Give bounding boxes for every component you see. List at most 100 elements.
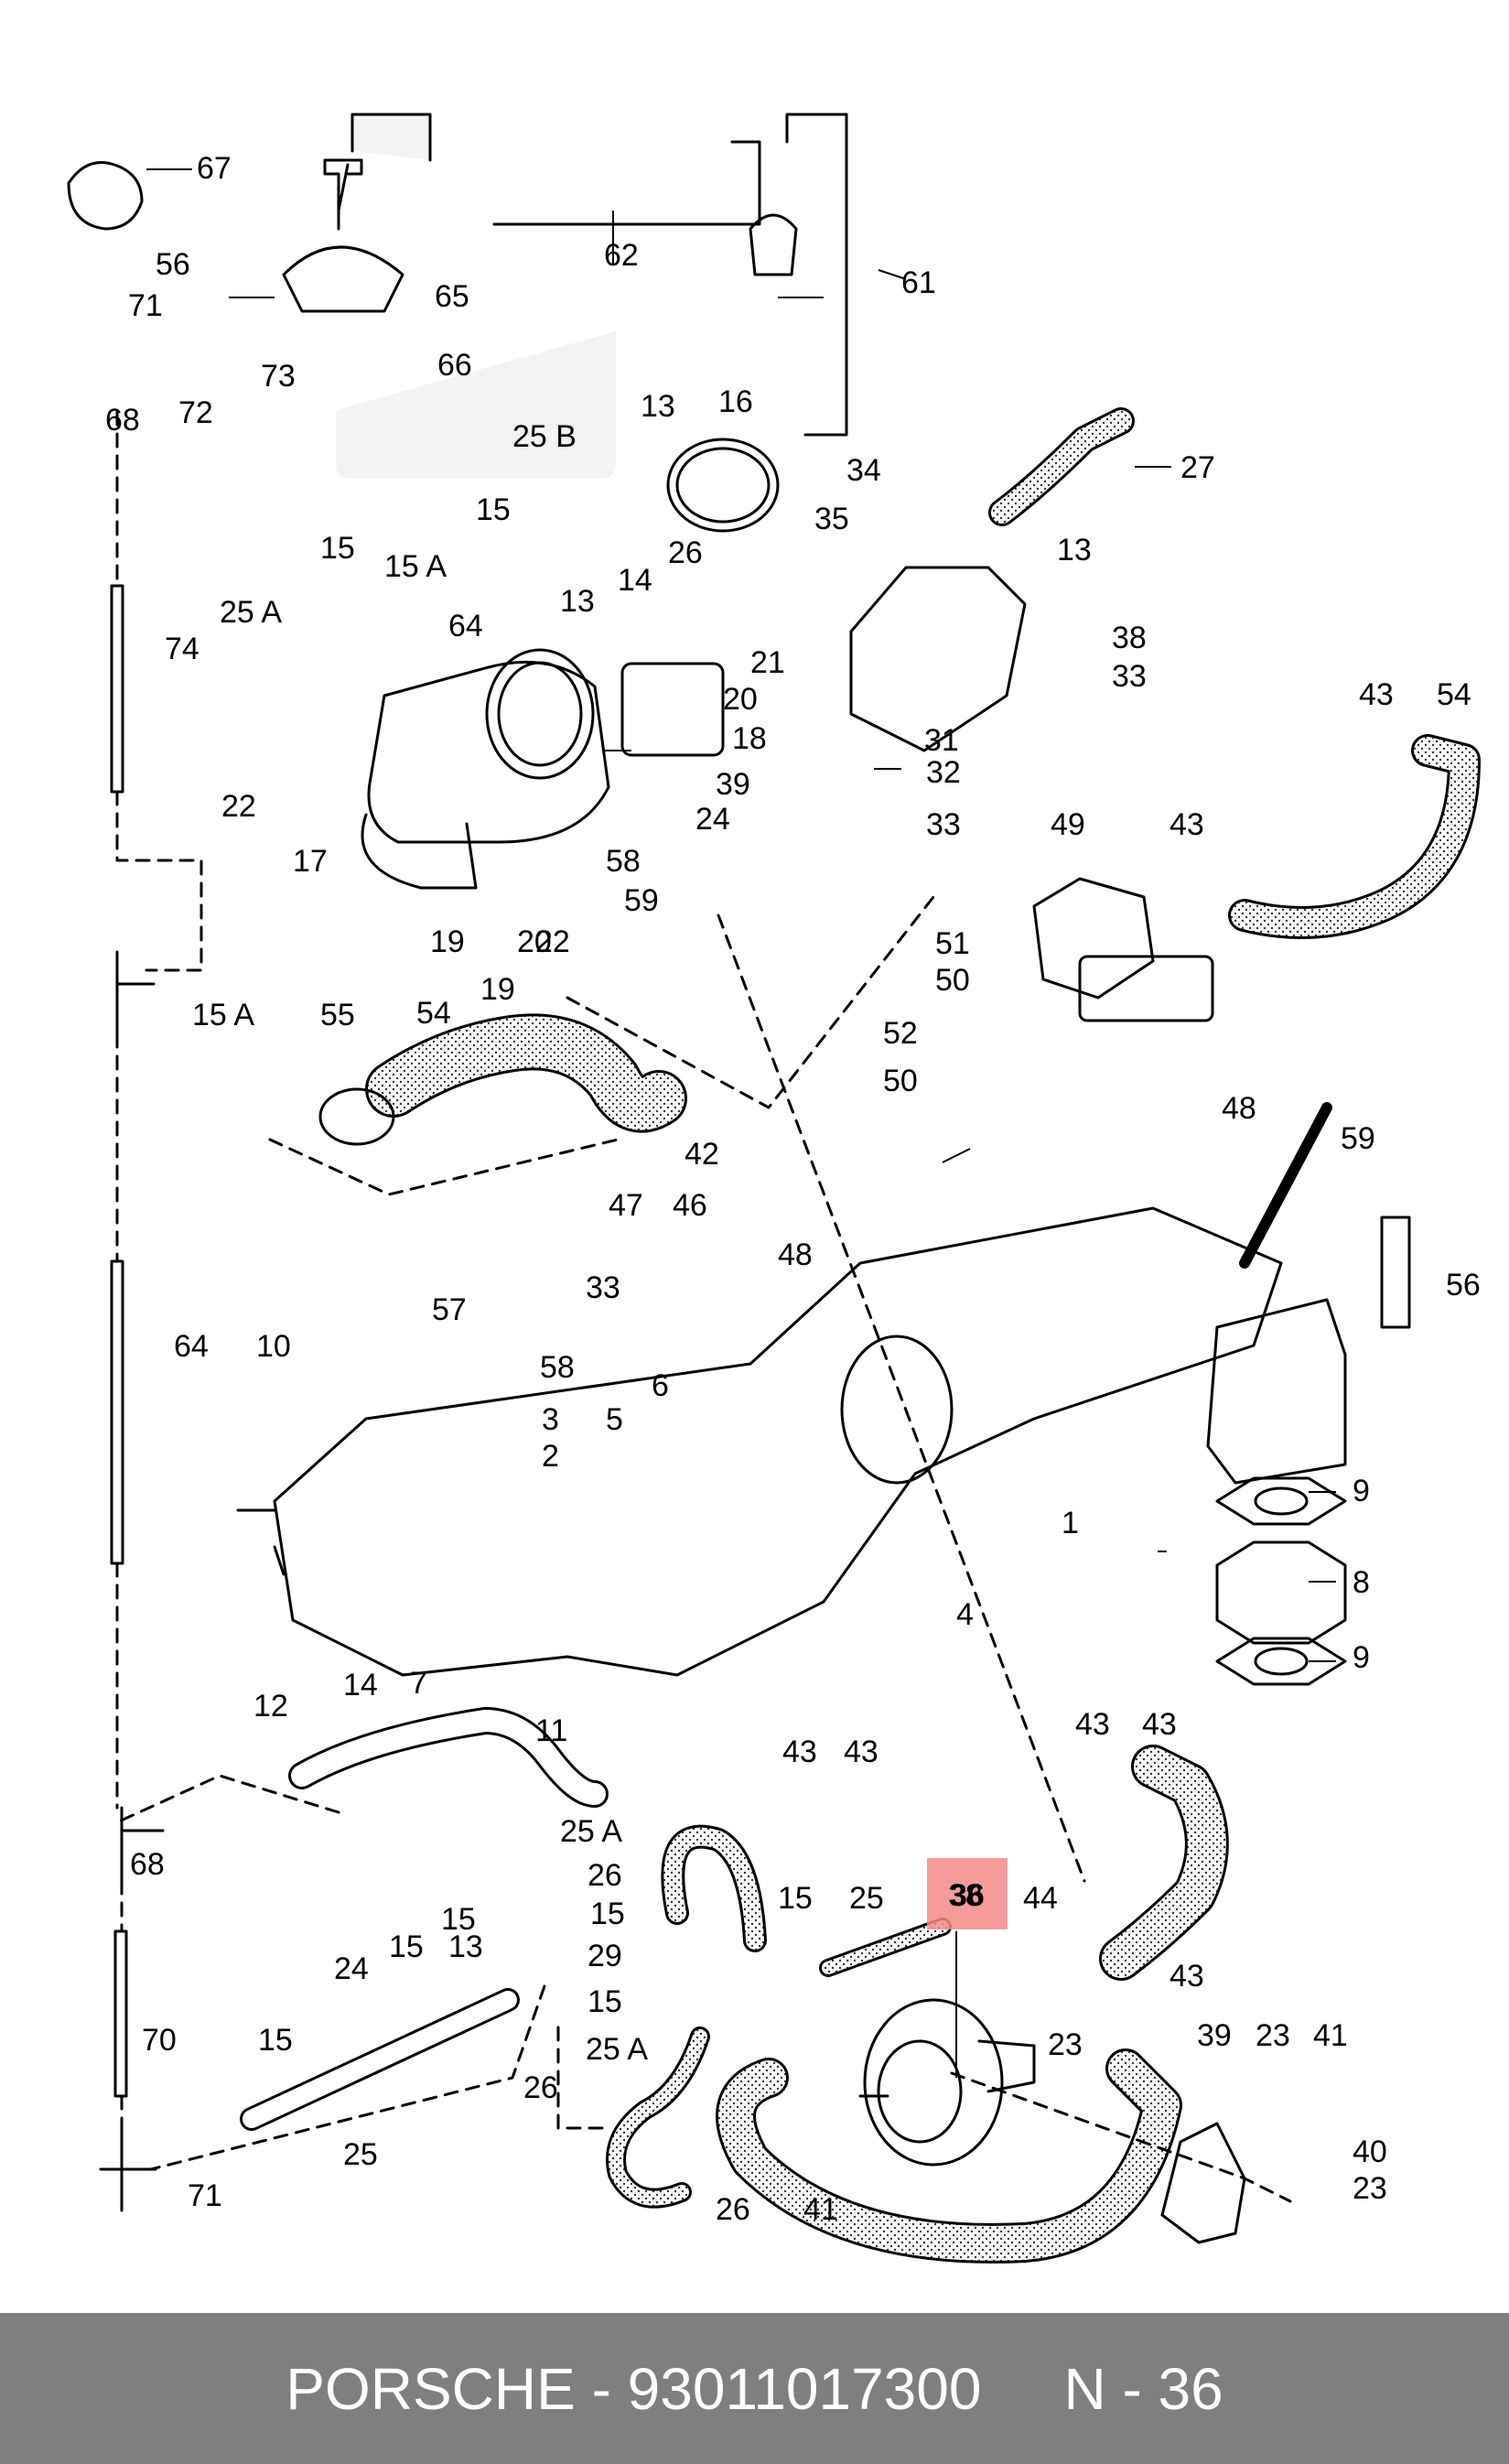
switch-63 — [749, 213, 798, 276]
tube-66 — [110, 1259, 124, 1565]
callout-label: 11 — [535, 1713, 567, 1748]
callout-label: 48 — [1222, 1091, 1256, 1126]
footer-brand: PORSCHE — [286, 2355, 576, 2422]
callout-label: 61 — [901, 265, 936, 300]
gasket-9-bottom — [1215, 1637, 1347, 1686]
callout-label: 43 — [1359, 677, 1394, 712]
callout-label: 59 — [624, 883, 659, 918]
hose-53-outline — [1228, 734, 1481, 939]
callout-label: 24 — [334, 1951, 369, 1986]
callout-label: 39 — [1197, 2018, 1232, 2053]
routing-line-left — [115, 410, 203, 2130]
actuator-48-body — [1078, 955, 1214, 1022]
callout-label: 25 — [849, 1881, 884, 1916]
callout-label: 42 — [684, 1137, 719, 1172]
callout-label: 39 — [716, 767, 750, 802]
callout-label: 13 — [448, 1929, 483, 1964]
callout-label: 68 — [130, 1847, 165, 1882]
callout-label: 43 — [1169, 1959, 1204, 1994]
callout-label: 54 — [416, 996, 451, 1031]
callout-label: 71 — [128, 288, 163, 323]
spacer-56 — [1380, 1216, 1411, 1329]
callout-label: 33 — [926, 807, 961, 842]
callout-label: 26 — [523, 2070, 558, 2105]
plenum-throttle-bore — [840, 1335, 954, 1485]
callout-label: 57 — [432, 1292, 467, 1327]
callout-label: 34 — [846, 453, 881, 488]
highlight-box — [927, 1858, 1008, 1929]
hose-27 — [991, 410, 1132, 524]
callout-label: 64 — [448, 609, 483, 643]
routing-line-center — [566, 895, 935, 1109]
highlighted-part-label[interactable]: 36 — [950, 1878, 985, 1913]
callout-label: 50 — [883, 1064, 918, 1098]
callout-label: 1 — [1062, 1506, 1079, 1540]
callout-label: 43 — [844, 1735, 878, 1769]
callout-label: 23 — [1353, 2171, 1387, 2206]
intake-plenum-1 — [273, 1206, 1283, 1677]
callout-label: 71 — [188, 2178, 222, 2213]
callout-label: 25 A — [586, 2032, 648, 2067]
callout-label: 41 — [803, 2192, 838, 2227]
callout-label: 52 — [883, 1016, 918, 1051]
callout-label: 25 — [343, 2137, 378, 2172]
callout-label: 56 — [1446, 1268, 1481, 1302]
routing-line-26 — [556, 2026, 606, 2130]
callout-label: 46 — [673, 1188, 707, 1223]
footer-ref-prefix: N - — [1063, 2355, 1159, 2422]
hose-25a — [663, 1827, 764, 1950]
spacer-8 — [1215, 1540, 1347, 1645]
hose-69 — [328, 328, 624, 487]
callout-label: 15 A — [192, 998, 254, 1032]
callout-label: 65 — [435, 279, 469, 314]
hose-25-curved — [609, 2029, 707, 2206]
callout-label: 51 — [935, 926, 970, 961]
callout-label: 23 — [1048, 2027, 1083, 2062]
callout-label: 26 — [668, 535, 703, 570]
callout-label: 15 — [320, 531, 355, 566]
vacuum-unit-stem — [323, 158, 363, 231]
callout-label: 15 — [441, 1902, 476, 1937]
flange-pipe — [1206, 1298, 1347, 1485]
routing-line-37 — [950, 2071, 1292, 2203]
callout-label: 47 — [609, 1188, 643, 1223]
callout-label: 19 — [480, 972, 515, 1007]
stud-59 — [1239, 1102, 1332, 1269]
callout-label: 13 — [560, 584, 595, 619]
callout-label: 24 — [695, 802, 730, 837]
callout-label: 3 — [542, 1402, 559, 1437]
callout-label: 20 — [723, 682, 758, 717]
callout-label: 41 — [1313, 2018, 1348, 2053]
callout-label: 32 — [926, 755, 961, 790]
callout-label: 9 — [1353, 1474, 1370, 1508]
callout-label: 20 — [517, 924, 552, 959]
routing-line-73 — [149, 1984, 546, 2171]
callout-label: 68 — [105, 403, 140, 438]
callout-label: 25 A — [220, 595, 282, 630]
callout-label: 58 — [606, 844, 641, 879]
callout-label: 38 — [1112, 621, 1147, 655]
leader-lines — [146, 168, 1336, 2078]
callout-label: 59 — [1341, 1121, 1375, 1156]
callout-label: 33 — [1112, 659, 1147, 694]
callout-label: 7 — [410, 1666, 427, 1701]
callout-label: 2 — [542, 1439, 559, 1474]
t-piece-73 — [99, 2126, 157, 2212]
callout-label: 8 — [1353, 1565, 1370, 1600]
footer-ref-number: 36 — [1158, 2355, 1223, 2422]
callout-label: 26 — [587, 1858, 622, 1893]
valve-70 — [67, 161, 144, 231]
clamp-55 — [318, 1087, 395, 1146]
callout-label: 35 — [814, 502, 849, 536]
callout-label: 15 — [587, 1984, 622, 2019]
callout-label: 5 — [606, 1402, 623, 1437]
callout-label: 43 — [782, 1735, 817, 1769]
callout-label: 44 — [1023, 1881, 1058, 1916]
line-63 — [785, 113, 848, 437]
parts-drawing — [67, 113, 1481, 2264]
callout-label: 15 — [778, 1881, 813, 1916]
callout-label: 50 — [935, 963, 970, 998]
hose-54 — [368, 1016, 684, 1130]
hose-14-lower — [291, 1710, 606, 1805]
